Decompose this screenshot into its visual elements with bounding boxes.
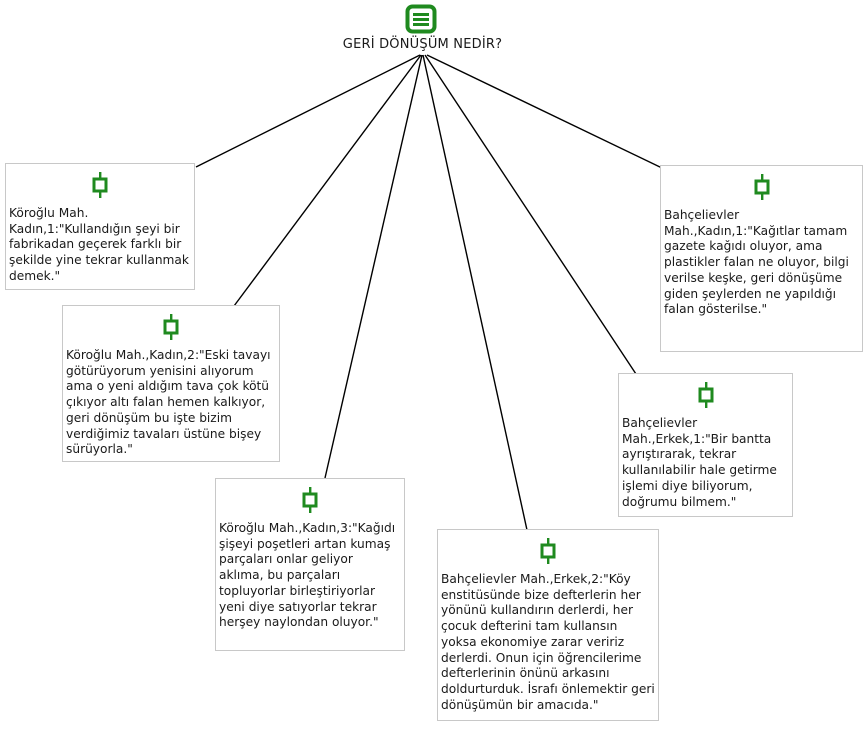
node-text: Bahçelievler Mah.,Erkek,2:"Köy enstitüsü… <box>441 572 655 712</box>
code-node-4[interactable]: Bahçelievler Mah.,Erkek,2:"Köy enstitüsü… <box>437 529 659 721</box>
connector-n6 <box>426 54 663 169</box>
node-text: Köroğlu Mah.,Kadın,2:"Eski tavayı götürü… <box>66 348 271 457</box>
code-node-icon <box>540 538 556 564</box>
code-node-icon <box>754 174 769 200</box>
node-text: Köroğlu Mah. Kadın,1:"Kullandığın şeyi b… <box>9 206 189 283</box>
code-node-5[interactable]: Bahçelievler Mah.,Erkek,1:"Bir bantta ay… <box>618 373 793 517</box>
code-node-icon <box>698 382 713 408</box>
code-node-6[interactable]: Bahçelievler Mah.,Kadın,1:"Kağıtlar tama… <box>660 165 863 352</box>
connector-n1 <box>195 54 421 168</box>
connector-n5 <box>424 54 637 375</box>
code-node-icon <box>302 487 318 513</box>
document-list-icon[interactable] <box>405 4 437 34</box>
connector-n4 <box>422 54 528 531</box>
code-node-2[interactable]: Köroğlu Mah.,Kadın,2:"Eski tavayı götürü… <box>62 305 280 462</box>
code-node-icon <box>163 314 179 340</box>
connector-n2 <box>233 54 422 307</box>
node-text: Bahçelievler Mah.,Kadın,1:"Kağıtlar tama… <box>664 208 849 317</box>
code-node-icon <box>92 172 108 198</box>
root-title[interactable]: GERİ DÖNÜŞÜM NEDİR? <box>342 37 503 52</box>
code-node-3[interactable]: Köroğlu Mah.,Kadın,3:"Kağıdı şişeyi poşe… <box>215 478 405 651</box>
node-text: Köroğlu Mah.,Kadın,3:"Kağıdı şişeyi poşe… <box>219 521 396 630</box>
connector-n3 <box>324 54 423 479</box>
code-node-1[interactable]: Köroğlu Mah. Kadın,1:"Kullandığın şeyi b… <box>5 163 195 290</box>
node-text: Bahçelievler Mah.,Erkek,1:"Bir bantta ay… <box>622 416 777 509</box>
